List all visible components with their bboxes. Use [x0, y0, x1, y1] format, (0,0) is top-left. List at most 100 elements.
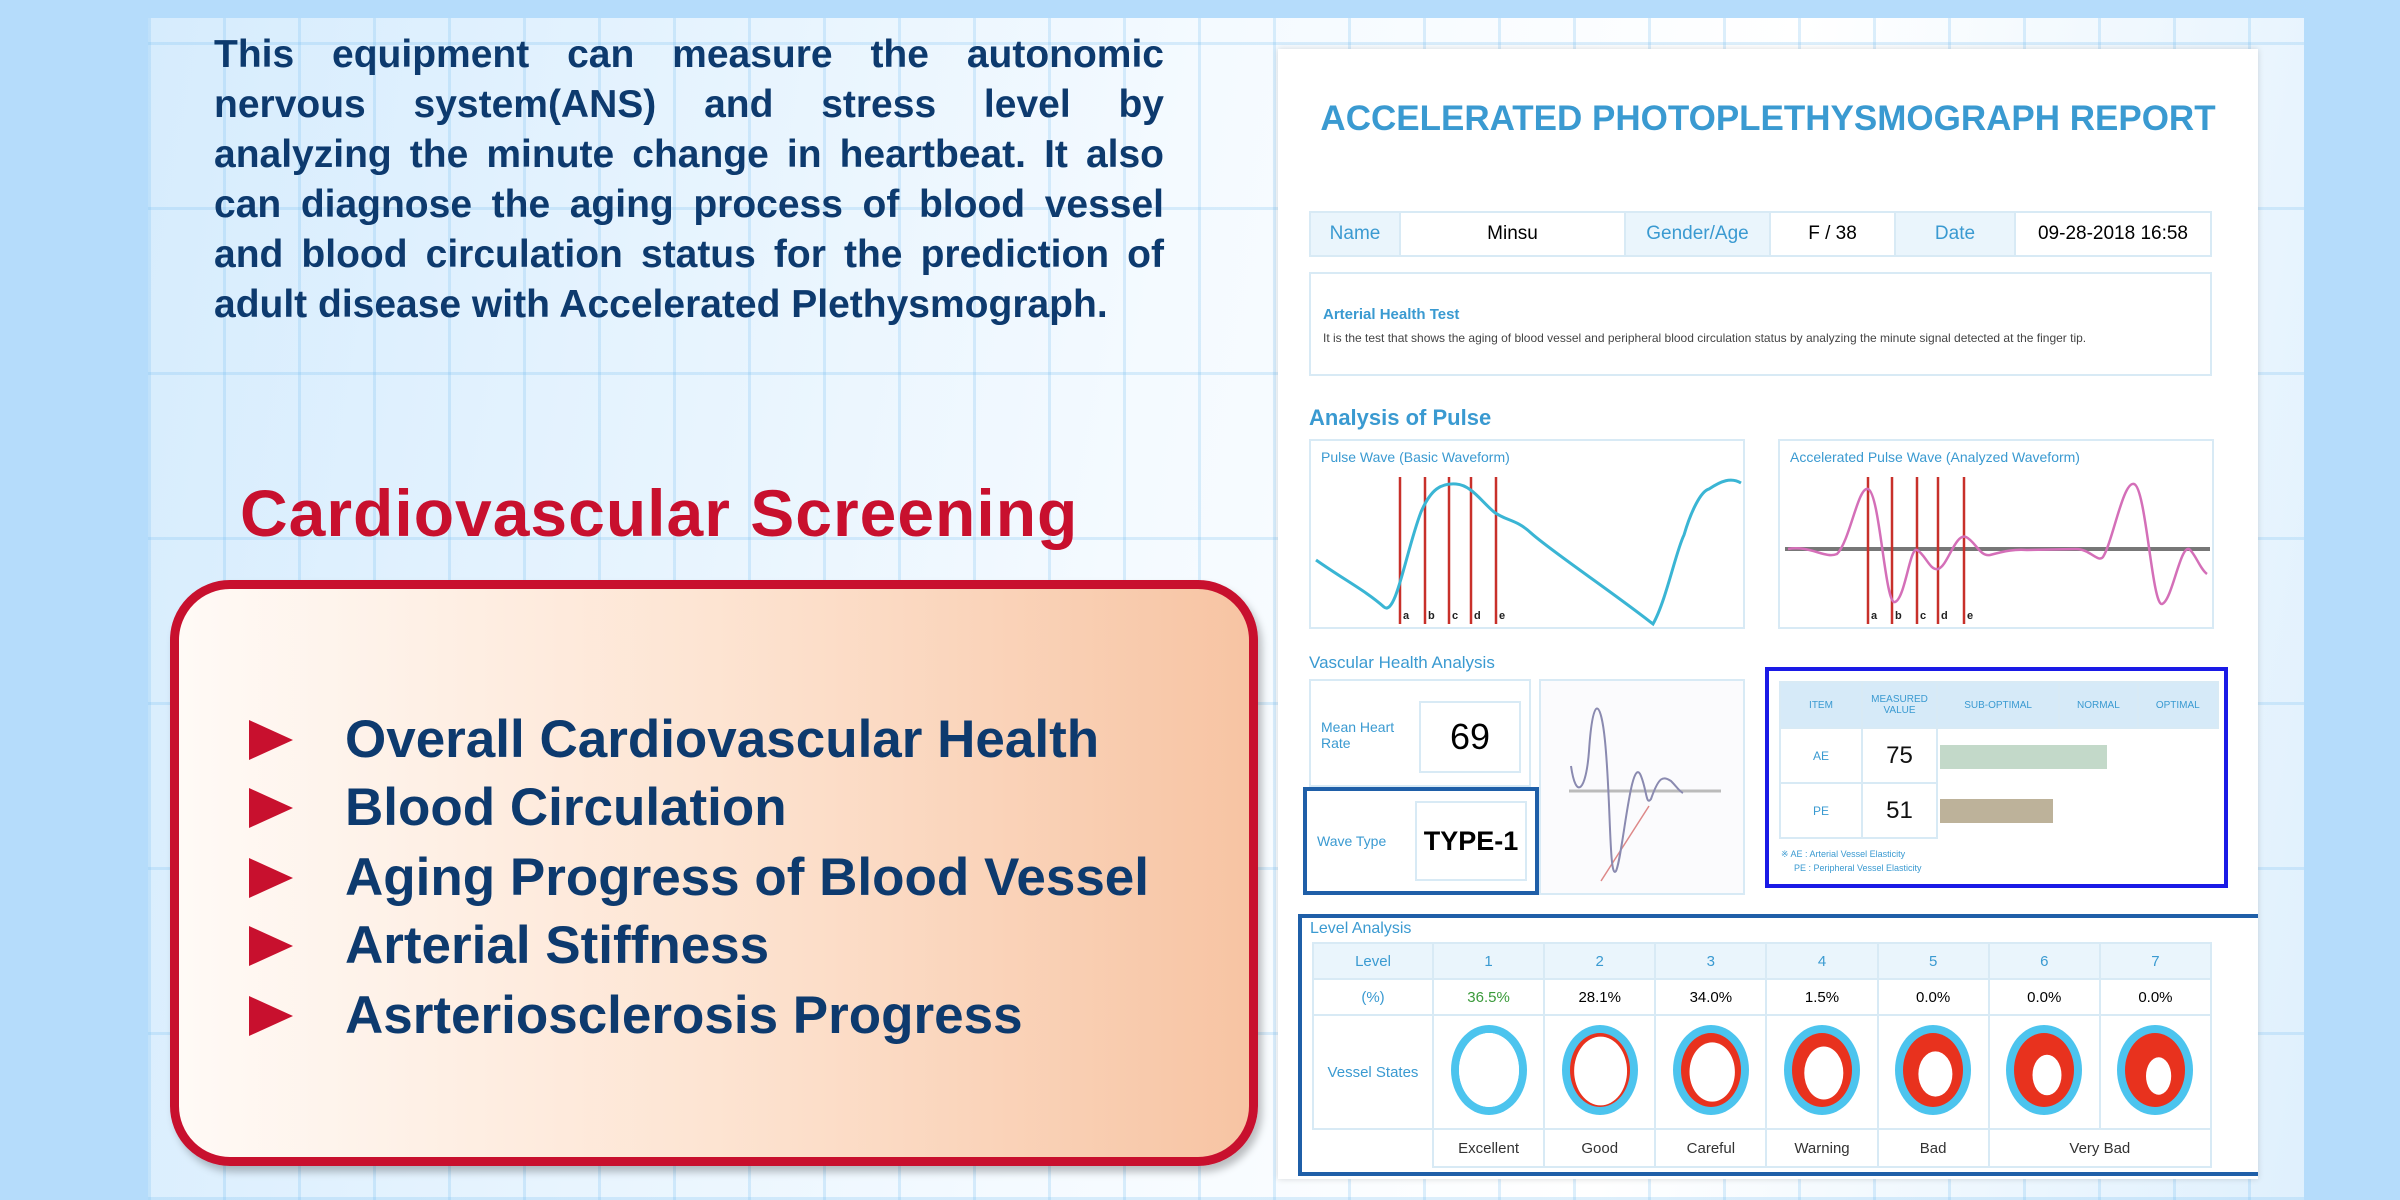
vessel-state-cell: [2098, 1014, 2213, 1130]
intro-paragraph: This equipment can measure the autonomic…: [214, 33, 1164, 326]
level-number: 3: [1654, 942, 1768, 980]
value-cell: 75: [1861, 727, 1938, 784]
marker-label: e: [1499, 610, 1505, 622]
triangle-bullet-icon: [249, 925, 293, 966]
vessel-cross-section-icon: [2117, 1025, 2194, 1115]
level-percent: 36.5%: [1431, 978, 1546, 1016]
level-percent: 0.0%: [1987, 978, 2101, 1016]
vessel-status-label: Bad: [1876, 1128, 1990, 1168]
pe-bar: [1940, 799, 2054, 823]
marker-label: b: [1428, 610, 1435, 622]
level-percent: 34.0%: [1654, 978, 1768, 1016]
basic-waveform-title: Pulse Wave (Basic Waveform): [1321, 449, 1510, 465]
vessel-cross-section-icon: [1783, 1025, 1860, 1115]
triangle-bullet-icon: [249, 995, 293, 1036]
list-item-label: Overall Cardiovascular Health: [345, 710, 1100, 769]
vessel-state-cell: [1431, 1014, 1546, 1130]
patient-info-row: Name Minsu Gender/Age F / 38 Date 09-28-…: [1309, 211, 2212, 257]
level-number: 7: [2098, 942, 2213, 980]
marker-label: e: [1967, 610, 1973, 622]
level-percent: 0.0%: [2098, 978, 2213, 1016]
arterial-title: Arterial Health Test: [1323, 306, 1460, 323]
note-pe: PE : Peripheral Vessel Elasticity: [1794, 863, 1922, 873]
date-label: Date: [1896, 213, 2016, 255]
marker-label: c: [1920, 610, 1926, 622]
triangle-bullet-icon: [249, 787, 293, 828]
column-header: MEASURED VALUE: [1861, 681, 1938, 729]
level-label: Level: [1312, 942, 1434, 980]
marker-label: a: [1403, 610, 1410, 622]
vascular-section-title: Vascular Health Analysis: [1309, 653, 1495, 672]
vessel-state-cell: [1654, 1014, 1768, 1130]
level-number: 4: [1765, 942, 1879, 980]
name-value: Minsu: [1401, 213, 1626, 255]
date-value: 09-28-2018 16:58: [2037, 223, 2188, 244]
list-item-label: Blood Circulation: [345, 778, 787, 837]
list-item-label: Aging Progress of Blood Vessel: [345, 848, 1150, 907]
arterial-health-box: Arterial Health Test It is the test that…: [1309, 272, 2212, 376]
note-ae: ※ AE : Arterial Vessel Elasticity: [1781, 849, 1906, 859]
list-item: Aging Progress of Blood Vessel: [249, 847, 1149, 908]
vessel-cross-section-icon: [1672, 1025, 1749, 1115]
marker-label: d: [1474, 610, 1481, 622]
basic-waveform-panel: Pulse Wave (Basic Waveform) a b c d e: [1309, 439, 1745, 629]
wave-type-diagram: [1539, 679, 1745, 895]
vessel-status-label: Excellent: [1431, 1128, 1546, 1168]
marker-label: b: [1895, 610, 1902, 622]
ae-bar: [1940, 745, 2107, 769]
vessel-status-label: Very Bad: [1987, 1128, 2213, 1168]
item-cell: AE: [1779, 727, 1863, 784]
vessel-state-cell: [1543, 1014, 1657, 1130]
report-document: ACCELERATED PHOTOPLETHYSMOGRAPH REPORT N…: [1278, 49, 2258, 1179]
accelerated-waveform-title: Accelerated Pulse Wave (Analyzed Wavefor…: [1790, 449, 2080, 465]
pulse-wave-line: [1315, 478, 1742, 627]
list-item: Asrteriosclerosis Progress: [249, 985, 1023, 1046]
pulse-section-title: Analysis of Pulse: [1309, 405, 1492, 430]
triangle-bullet-icon: [249, 857, 293, 898]
level-percent: 1.5%: [1765, 978, 1879, 1016]
accelerated-waveform-panel: Accelerated Pulse Wave (Analyzed Wavefor…: [1778, 439, 2214, 629]
level-number: 2: [1543, 942, 1657, 980]
level-number: 5: [1876, 942, 1990, 980]
screening-title: Cardiovascular Screening: [240, 476, 1079, 550]
vessel-states-label: Vessel States: [1312, 1014, 1434, 1130]
report-title: ACCELERATED PHOTOPLETHYSMOGRAPH REPORT: [1320, 99, 2216, 138]
column-header: NORMAL: [2058, 681, 2139, 729]
list-item: Overall Cardiovascular Health: [249, 709, 1099, 770]
vessel-cross-section-icon: [2006, 1025, 2083, 1115]
level-percent: 0.0%: [1876, 978, 1990, 1016]
value-cell: 51: [1861, 782, 1938, 839]
accelerated-waveform-chart: a b c d e: [1785, 477, 2210, 624]
vessel-cross-section-icon: [1895, 1025, 1972, 1115]
vessel-status-label: Careful: [1654, 1128, 1768, 1168]
accelerated-wave-line: [1787, 482, 2208, 606]
wave-type-chart: [1569, 707, 1721, 882]
wave-type-box: Wave Type TYPE-1: [1303, 787, 1539, 895]
wave-type-value: TYPE-1: [1415, 801, 1527, 881]
elasticity-panel: ITEM MEASURED VALUE SUB-OPTIMAL NORMAL O…: [1765, 667, 2228, 888]
list-item: Blood Circulation: [249, 777, 787, 838]
item-cell: PE: [1779, 782, 1863, 839]
gender-age-value: F / 38: [1771, 213, 1896, 255]
level-number: 1: [1431, 942, 1546, 980]
heart-rate-value: 69: [1419, 701, 1521, 773]
vessel-cross-section-icon: [1561, 1025, 1638, 1115]
heart-rate-label: Mean Heart Rate: [1321, 719, 1395, 751]
column-header: ITEM: [1779, 681, 1863, 729]
column-header: OPTIMAL: [2136, 681, 2220, 729]
percent-label: (%): [1312, 978, 1434, 1016]
vessel-state-cell: [1876, 1014, 1990, 1130]
wave-type-label: Wave Type: [1317, 833, 1387, 849]
marker-label: a: [1871, 610, 1878, 622]
marker-label: d: [1941, 610, 1948, 622]
list-item-label: Arterial Stiffness: [345, 916, 770, 975]
vessel-status-label: Warning: [1765, 1128, 1879, 1168]
level-number: 6: [1987, 942, 2101, 980]
elasticity-table: ITEM MEASURED VALUE SUB-OPTIMAL NORMAL O…: [1779, 681, 2220, 839]
screening-list-box: Overall Cardiovascular Health Blood Circ…: [170, 580, 1258, 1166]
name-label: Name: [1311, 213, 1401, 255]
heart-rate-box: Mean Heart Rate 69: [1309, 679, 1531, 787]
table-row: AE 75: [1779, 727, 2218, 784]
